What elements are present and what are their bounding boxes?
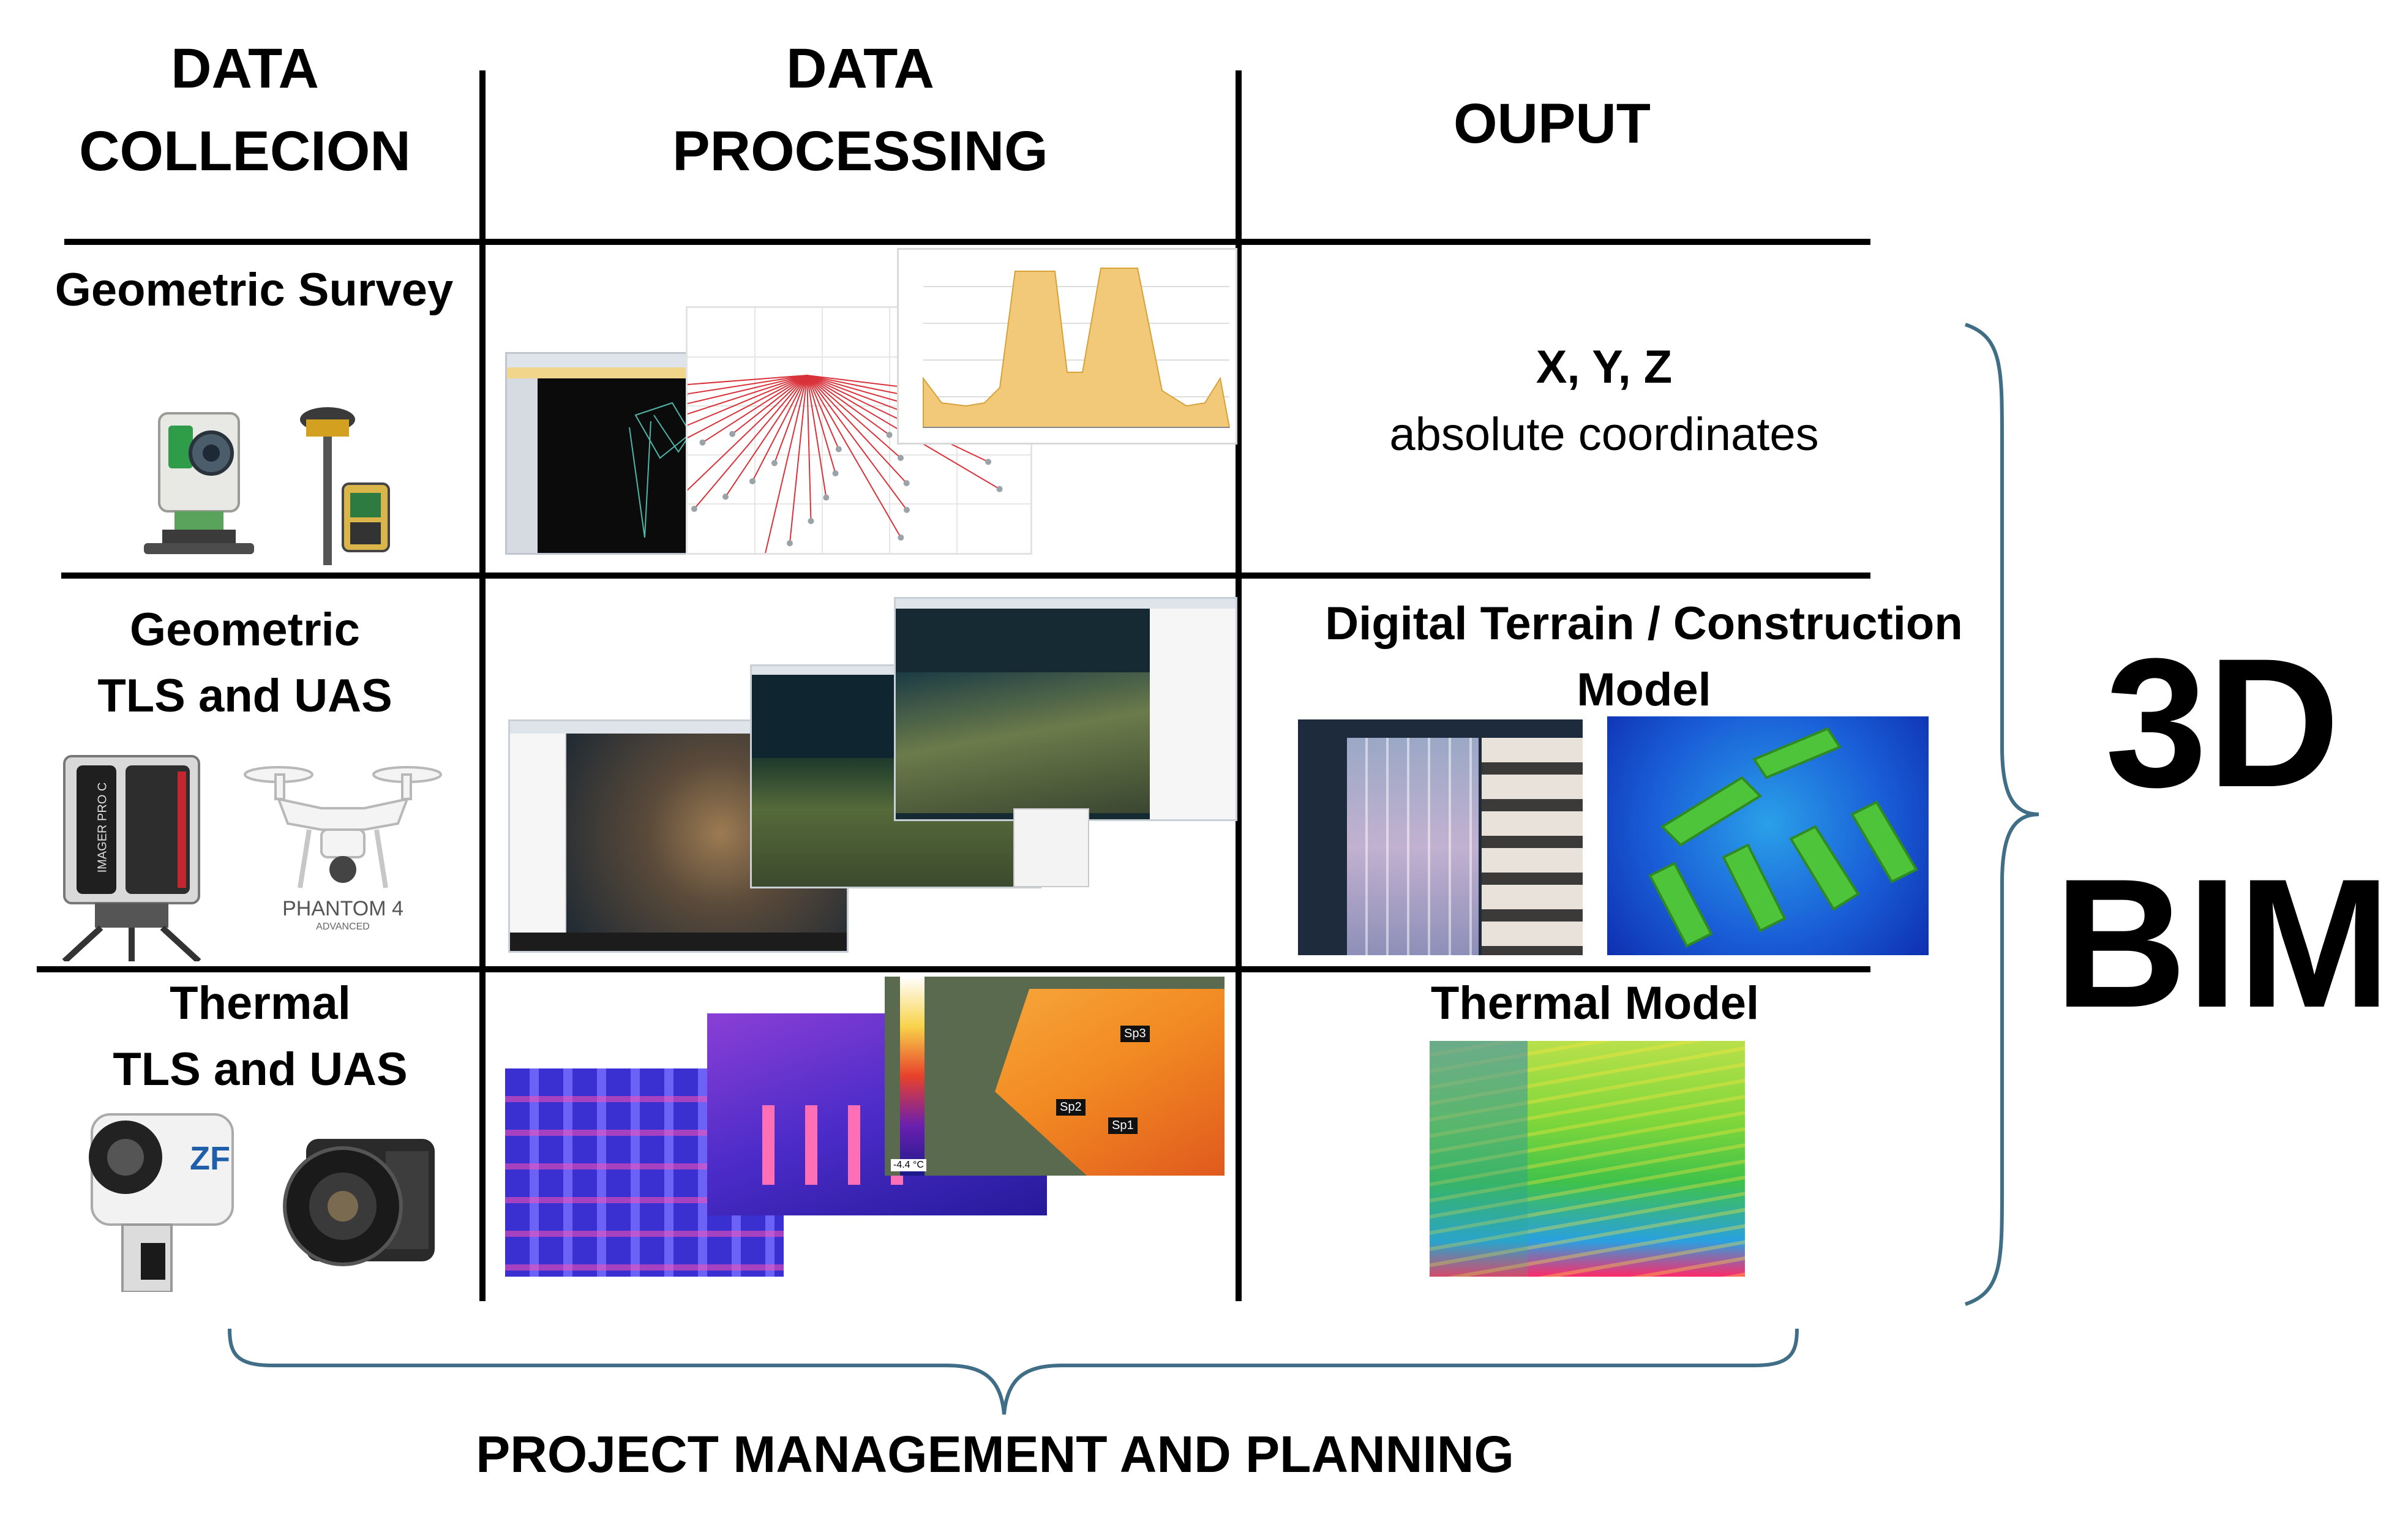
thermal-marker-sp1: Sp1 (1108, 1117, 1138, 1134)
header-collection: DATA COLLECION (24, 28, 465, 193)
thermal-model-image (1430, 1041, 1745, 1277)
grid-rule-mid2 (37, 966, 1870, 972)
result-label: 3D BIM (2045, 612, 2400, 1053)
terrain-model-image (1607, 716, 1929, 955)
row1-collection-label: Geometric Survey (34, 257, 474, 323)
result-3d: 3D (2105, 620, 2340, 825)
bottom-brace (228, 1328, 1799, 1415)
coordinates-description: absolute coordinates (1389, 408, 1819, 460)
laser-scanner-image: IMAGER PRO C (52, 747, 211, 961)
row2-collection-text-1: Geometric (130, 604, 360, 656)
row3-collection-text-1: Thermal (170, 977, 351, 1029)
scanner-brand-text: IMAGER PRO C (96, 782, 110, 873)
total-station-image (126, 401, 272, 566)
row2-output: Digital Terrain / Construction Model (1292, 591, 1996, 723)
header-collection-line2: COLLECION (79, 120, 411, 182)
elevation-profile-chart (897, 248, 1237, 445)
footer-label: PROJECT MANAGEMENT AND PLANNING (476, 1425, 1514, 1483)
row2-collection-text-2: TLS and UAS (97, 670, 392, 722)
dtm-label-line2: Model (1577, 664, 1711, 716)
header-collection-line1: DATA (171, 37, 319, 100)
thermal-model-label: Thermal Model (1430, 977, 1760, 1029)
grid-rule-top (64, 239, 1870, 245)
grid-divider-1 (479, 70, 486, 1301)
processing-settings-panel (1013, 808, 1089, 887)
row3-collection-label: Thermal TLS and UAS (37, 970, 484, 1103)
thermal-marker-sp2: Sp2 (1056, 1099, 1086, 1116)
row2-collection-label: Geometric TLS and UAS (21, 597, 468, 729)
thermal-building-image (707, 1013, 1047, 1215)
row1-output: X, Y, Z absolute coordinates (1243, 334, 1965, 468)
svg-text:ZF: ZF (190, 1140, 230, 1177)
grid-divider-2 (1236, 70, 1242, 1301)
header-processing-line1: DATA (786, 37, 934, 100)
dtm-label-line1: Digital Terrain / Construction (1325, 598, 1963, 650)
row1-collection-text: Geometric Survey (54, 264, 454, 316)
header-processing: DATA PROCESSING (490, 28, 1231, 193)
facade-model-image (1298, 719, 1583, 955)
drone-image: PHANTOM 4 ADVANCED (242, 741, 444, 943)
drone-model-label: PHANTOM 4 (282, 897, 403, 920)
result-bim: BIM (2054, 840, 2391, 1046)
pointcloud-city-window (894, 597, 1237, 821)
row3-output: Thermal Model (1243, 970, 1947, 1037)
thermal-marker-sp3: Sp3 (1120, 1026, 1150, 1042)
thermal-scanner-image: ZF (67, 1102, 239, 1292)
header-processing-line2: PROCESSING (672, 120, 1048, 182)
drone-model-sublabel: ADVANCED (316, 922, 370, 932)
thermal-roof-image: Sp3 Sp2 Sp1 -4.4 °C (885, 977, 1225, 1176)
gnss-receiver-image (294, 401, 398, 566)
thermal-camera-image (263, 1114, 447, 1292)
header-output: OUPUT (1453, 92, 1651, 155)
coordinates-label: X, Y, Z (1536, 341, 1673, 393)
thermal-scale-label: -4.4 °C (891, 1159, 926, 1171)
row3-collection-text-2: TLS and UAS (113, 1043, 408, 1095)
grid-rule-mid1 (61, 573, 1870, 579)
right-brace (1965, 323, 2039, 1306)
